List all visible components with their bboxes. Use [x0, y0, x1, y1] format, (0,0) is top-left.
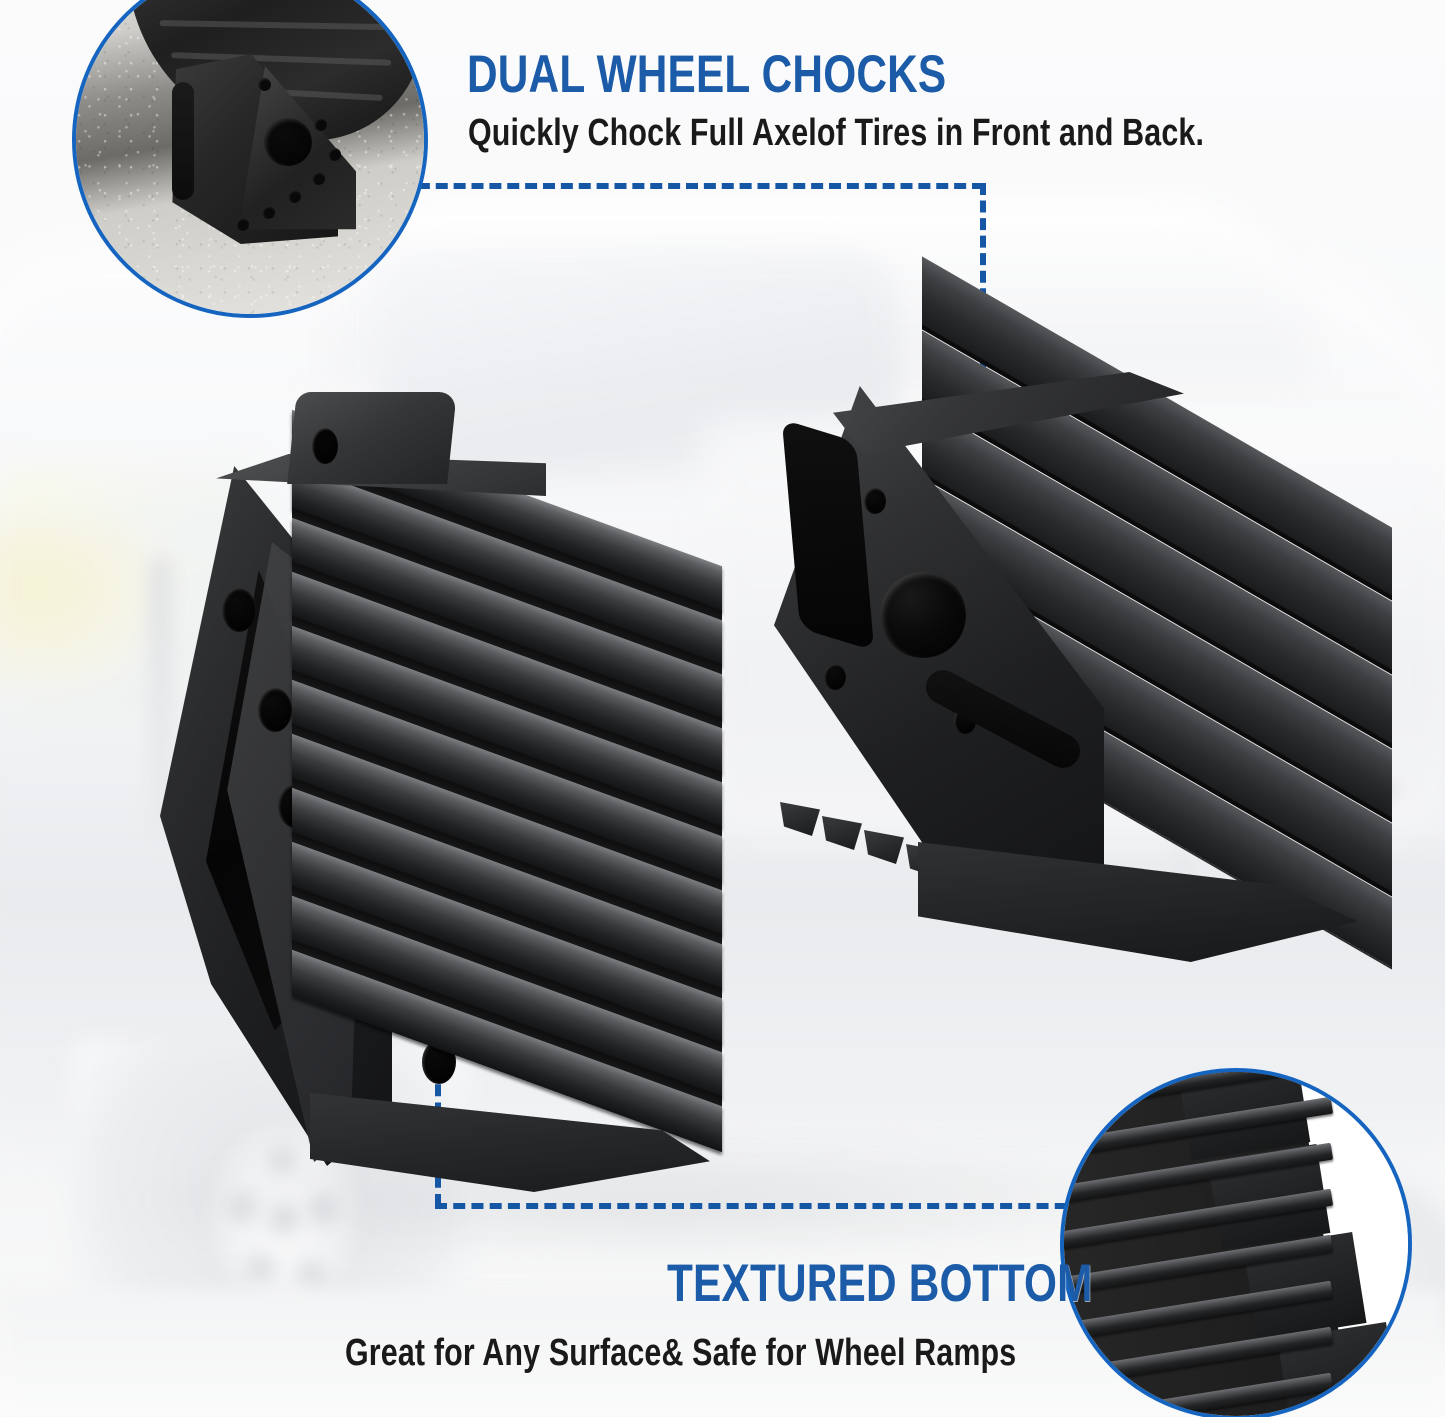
van-window-reflection	[0, 520, 170, 690]
headline-bottom-subtitle: Great for Any Surface& Safe for Wheel Ra…	[345, 1332, 1017, 1374]
chock-small-hole	[236, 218, 249, 231]
drain-hole	[258, 688, 292, 732]
chock-small-hole	[258, 78, 271, 91]
handle-hole	[312, 428, 338, 464]
connector-line-top-horizontal	[400, 183, 984, 189]
chock-small-hole	[312, 172, 325, 185]
wheel-chock-left	[160, 392, 722, 1192]
van-b-pillar	[150, 560, 172, 840]
small-hole	[824, 664, 846, 690]
textured-bottom-photo-circle	[1060, 1068, 1412, 1417]
large-center-hole	[880, 572, 966, 658]
headline-top-title: DUAL WHEEL CHOCKS	[467, 45, 947, 104]
tire-chock-photo-circle	[72, 0, 428, 318]
chock-center-hole	[264, 118, 312, 166]
connector-line-top-vertical	[980, 183, 986, 388]
chock-small-hole	[262, 206, 275, 219]
van-front-wheel	[205, 1120, 365, 1320]
chock-small-hole	[328, 148, 341, 161]
chock-small-hole	[288, 190, 301, 203]
chock-small-hole	[314, 118, 327, 131]
drain-hole	[222, 588, 256, 632]
small-hole	[864, 488, 886, 514]
headline-top-subtitle: Quickly Chock Full Axelof Tires in Front…	[468, 112, 1205, 154]
wheel-chock-right	[768, 256, 1392, 982]
connector-line-bottom-horizontal	[435, 1203, 1085, 1209]
headline-bottom-title: TEXTURED BOTTOM	[667, 1254, 1093, 1313]
chock-left-ribbed-face	[292, 409, 722, 1182]
chock-slot	[172, 82, 194, 200]
